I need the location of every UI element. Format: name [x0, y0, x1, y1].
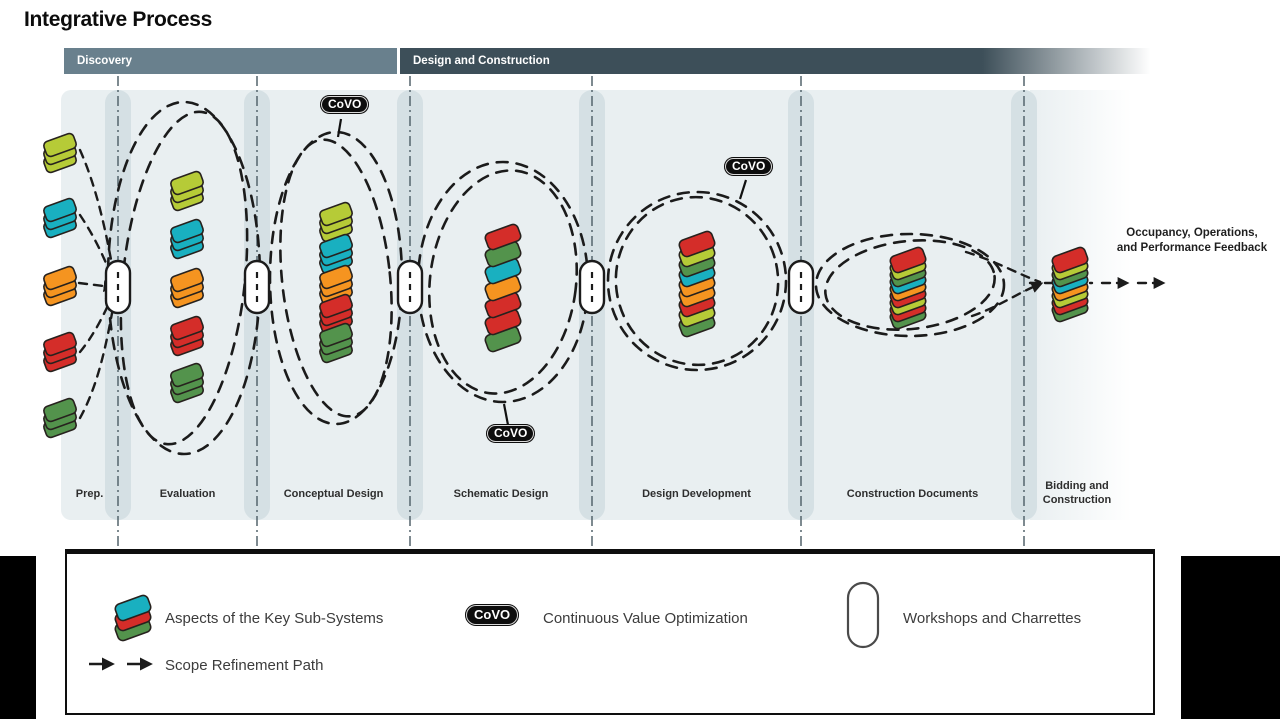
- covo-badge-schematic: CoVO: [486, 424, 536, 443]
- subsystem-card: [170, 267, 204, 293]
- subsystem-card: [319, 201, 353, 227]
- covo-badge-design-development: CoVO: [724, 157, 774, 176]
- legend: Aspects of the Key Sub-Systems Scope Ref…: [65, 549, 1155, 715]
- subsystem-card: [170, 315, 204, 341]
- phase-label-schematic-design: Schematic Design: [453, 488, 549, 500]
- scope-path-icon: [89, 657, 153, 671]
- phase-bar-design-construction-label: Design and Construction: [413, 55, 550, 67]
- feedback-annotation: Occupancy, Operations, and Performance F…: [1104, 226, 1280, 256]
- design-development-loop-inner: [614, 195, 780, 367]
- schematic-design-loop-inner: [427, 169, 579, 395]
- feedback-line-2: and Performance Feedback: [1116, 241, 1268, 254]
- construction-documents-loop: [814, 232, 1006, 338]
- exit-path-upper: [964, 250, 1042, 284]
- covo-connector: [336, 118, 343, 138]
- construction-documents-loop-inner: [824, 239, 996, 331]
- legend-label-covo: Continuous Value Optimization: [543, 610, 748, 627]
- subsystem-card: [319, 293, 353, 319]
- letterbox-right: [1181, 556, 1280, 719]
- workshop-pill-icon: [846, 581, 880, 649]
- phase-bar-design-construction: Design and Construction: [400, 48, 1166, 74]
- subsystem-card: [319, 233, 353, 259]
- input-path-2: [78, 213, 117, 286]
- covo-connector: [502, 403, 510, 426]
- phase-label-design-development: Design Development: [642, 488, 751, 500]
- subsystem-card: [43, 197, 77, 223]
- subsystem-card: [170, 170, 204, 196]
- conceptual-design-loop-inner: [279, 138, 393, 418]
- legend-label-subsystems: Aspects of the Key Sub-Systems: [165, 610, 384, 627]
- design-development-loop: [606, 190, 788, 372]
- subsystem-card: [43, 265, 77, 291]
- process-panel: [61, 90, 1036, 520]
- subsystem-card: [319, 264, 353, 290]
- phase-label-prep: Prep.: [75, 488, 104, 500]
- letterbox-left: [0, 556, 36, 719]
- phase-bar-discovery: Discovery: [64, 48, 397, 74]
- phase-label-conceptual-design: Conceptual Design: [283, 488, 384, 500]
- phase-label-bidding-construction: Bidding and Construction: [1042, 480, 1112, 506]
- covo-badge-conceptual: CoVO: [320, 95, 370, 114]
- subsystem-card: [678, 230, 716, 258]
- subsystem-card: [1051, 246, 1089, 274]
- subsystem-stack-icon: [114, 594, 152, 642]
- subsystem-card: [43, 132, 77, 158]
- subsystem-card: [170, 218, 204, 244]
- subsystem-card: [889, 246, 927, 274]
- subsystem-card: [170, 362, 204, 388]
- subsystem-card: [319, 322, 353, 348]
- feedback-line-1: Occupancy, Operations,: [1126, 227, 1258, 239]
- phase-bar-discovery-label: Discovery: [77, 55, 132, 67]
- covo-badge-legend: CoVO: [465, 604, 520, 626]
- exit-path-lower: [970, 281, 1044, 318]
- subsystem-card: [43, 397, 77, 423]
- covo-connector: [738, 179, 748, 200]
- phase-label-construction-documents: Construction Documents: [846, 488, 979, 500]
- subsystem-card: [484, 223, 522, 251]
- subsystem-card: [43, 331, 77, 357]
- phase-label-evaluation: Evaluation: [159, 488, 216, 500]
- subsystem-card: [114, 594, 152, 622]
- legend-label-scope-path: Scope Refinement Path: [165, 657, 324, 674]
- page-title: Integrative Process: [24, 8, 213, 31]
- legend-label-workshops: Workshops and Charrettes: [903, 610, 1082, 627]
